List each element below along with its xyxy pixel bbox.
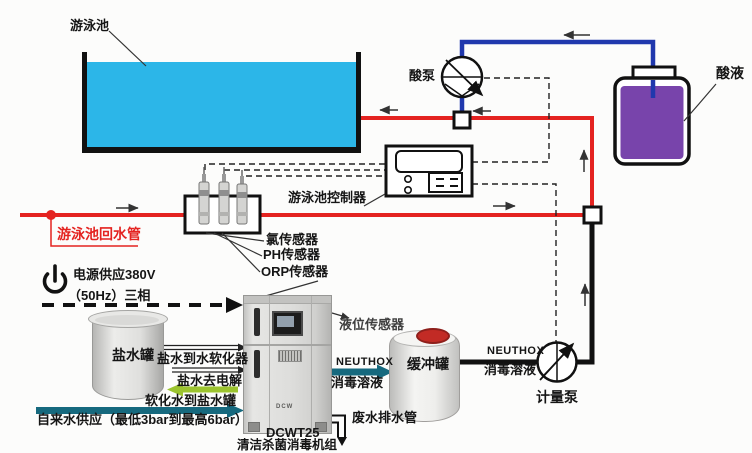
brine-to-electrolysis-arrow [172,366,247,374]
power-icon [42,264,68,294]
neuthox-transfer-arrow [330,364,393,380]
return-pipe-node [46,210,56,220]
flow-direction-arrows [116,30,590,306]
acid-pump-label: 酸泵 [409,68,436,83]
acid-pump-symbol [440,55,484,99]
metering-pump-symbol [536,341,578,383]
machine-leg [248,422,260,432]
sensor-probes [198,167,248,225]
brine-to-softener-arrow [158,343,247,352]
neuthox-solution-machine: 消毒溶液 [331,375,384,390]
neuthox-brand-machine: NEUTHOX [336,356,394,368]
brine-to-softener-label: 盐水到水软化器 [157,351,249,366]
machine-logo: DCW [276,404,294,410]
machine-leg [315,422,327,432]
level-sensor-label: 液位传感器 [339,317,405,332]
dosing-injection-junction [582,205,603,225]
dosing-pipe-line [456,223,595,365]
salt-water-tank [88,310,168,400]
neuthox-solution-pump: 消毒溶液 [484,362,537,377]
brine-to-electrolysis-label: 盐水去电解 [177,373,243,388]
power-label-line2: （50Hz）三相 [68,288,151,303]
machine-top-strip [244,296,331,304]
controller-knob [403,186,412,195]
controller-knob [403,175,412,184]
softened-water-arrow [167,382,238,397]
machine-handle [254,308,260,336]
orp-sensor-label: ORP传感器 [261,264,329,279]
return-pipe-label-line [50,218,138,247]
tap-water-arrow [36,403,244,418]
controller-device [384,144,474,198]
sensor-flow-cell [183,167,262,235]
machine-divider [244,344,331,346]
tap-water-label: 自来水供应（最低3bar到最高6bar） [37,412,248,427]
machine-name-label: 清洁杀菌消毒机组 [237,438,338,452]
pool-water [87,62,356,148]
neuthox-brand-pump: NEUTHOX [487,345,545,357]
machine-screen [272,311,303,336]
acid-liquid-fill [620,86,684,159]
waste-pipe-shape [329,414,347,446]
waste-pipe-label: 废水排水管 [352,410,418,425]
metering-pump-label: 计量泵 [536,389,578,405]
controller-display [395,150,463,173]
machine-model-label: DCWT25 [266,425,320,440]
supply-pipe-line [358,116,594,208]
acid-tank-shape [613,65,691,166]
power-label-line1: 电源供应380V [73,267,156,282]
disinfection-machine: DCW [243,295,332,434]
softened-to-salt-tank-label: 软化水到盐水罐 [145,393,237,408]
pool-label: 游泳池 [70,18,110,33]
machine-vent-grille [278,350,302,362]
return-pipe-label: 游泳池回水管 [57,226,141,242]
label-leader-lines [108,30,717,320]
chlorine-sensor-label: 氯传感器 [266,232,319,247]
controller-keypad [428,172,463,193]
acid-liquid-label: 酸液 [716,65,744,81]
buffer-tank-label: 缓冲罐 [407,356,449,372]
salt-tank-label: 盐水罐 [112,347,154,363]
buffer-tank-body [389,334,460,422]
power-supply-line [42,297,243,313]
acid-injection-junction [452,110,472,130]
return-pipe-line [20,210,584,247]
buffer-tank-cap [416,328,450,344]
machine-handle [254,350,260,378]
controller-label: 游泳池控制器 [288,190,367,205]
ph-sensor-label: PH传感器 [263,247,321,262]
buffer-tank [389,328,460,422]
pool-shape [82,52,361,153]
